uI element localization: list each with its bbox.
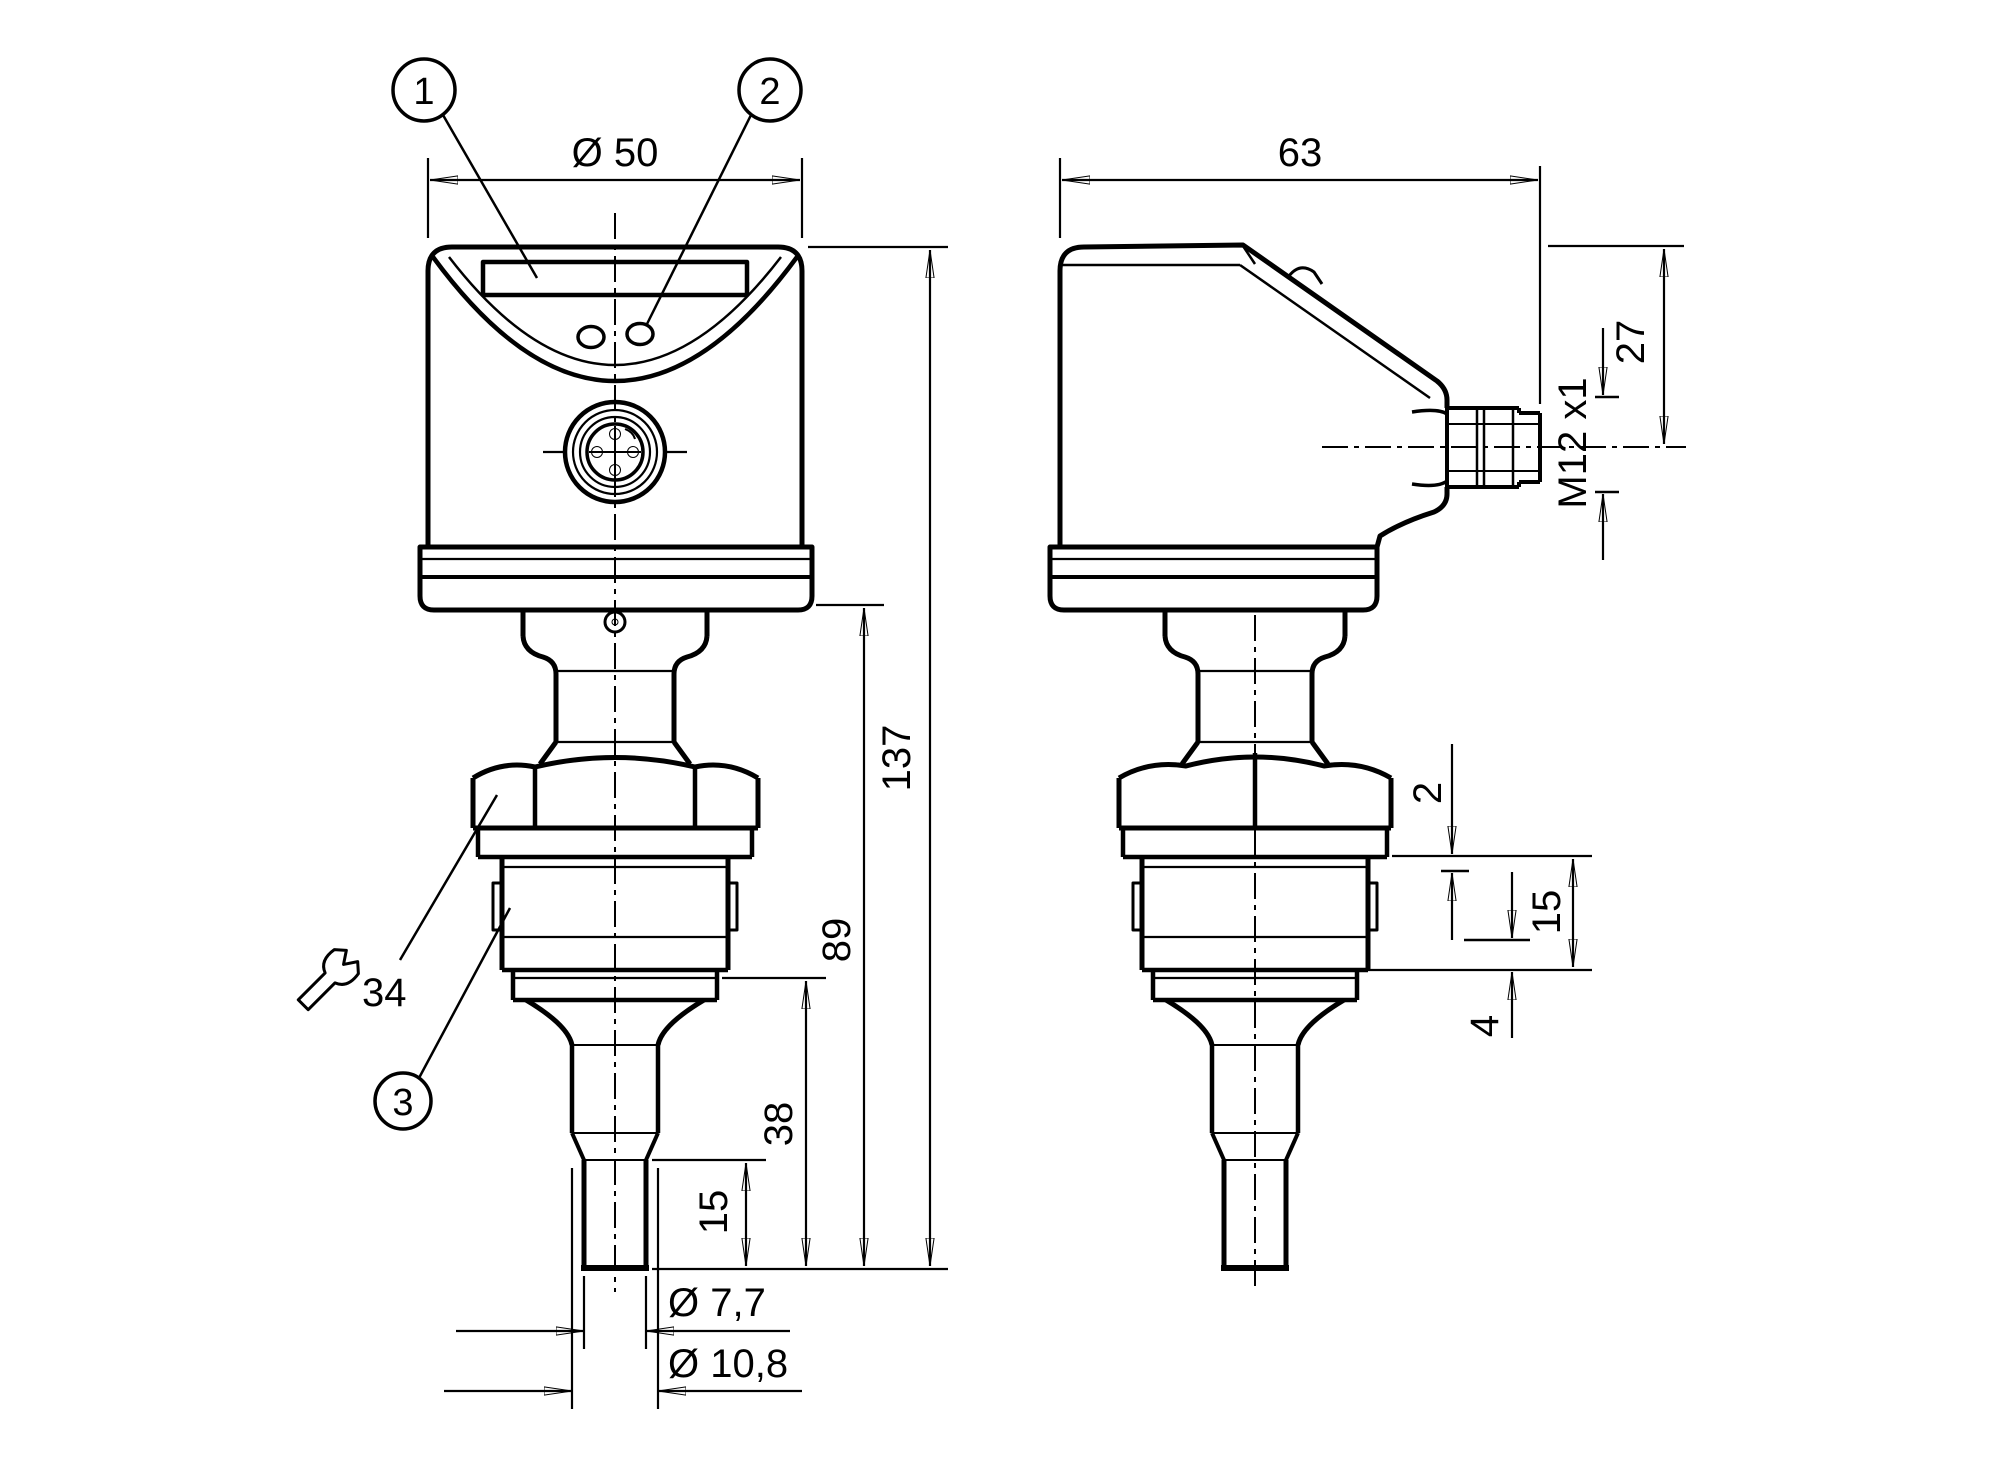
dim-connector-offset-label: 27 (1609, 320, 1653, 365)
dim-total-length-label: 137 (875, 725, 919, 792)
dim-probe-length-label: 38 (757, 1102, 801, 1147)
side-neck (1162, 610, 1348, 766)
front-dimensions: Ø 50 137 89 38 15 Ø 7,7 (426, 131, 948, 1409)
dim-thread-runout-label: 4 (1463, 1015, 1507, 1037)
wrench-size-label: 34 (362, 971, 407, 1015)
side-dimensions: 63 27 M12 x1 2 15 4 (1058, 131, 1684, 1038)
callout-2-number: 2 (759, 71, 780, 113)
wrench-icon (296, 948, 360, 1012)
dim-seal-thickness-label: 2 (1406, 782, 1450, 804)
dim-tip-length-label: 15 (692, 1190, 736, 1235)
callout-3-number: 3 (392, 1082, 413, 1124)
side-housing (1047, 242, 1450, 613)
side-view: 63 27 M12 x1 2 15 4 (1047, 131, 1686, 1292)
dim-housing-depth-label: 63 (1278, 131, 1323, 175)
dim-probe-diameter-label: Ø 10,8 (668, 1342, 788, 1386)
front-neck (520, 610, 710, 766)
callout-3-process-connection: 3 (373, 907, 512, 1131)
front-led-indicators (576, 321, 655, 350)
dim-thread-length-label: 15 (1525, 890, 1569, 935)
callout-2-leds: 2 (644, 57, 803, 327)
connector-thread-label: M12 x1 (1551, 377, 1595, 508)
dim-tip-diameter-label: Ø 7,7 (668, 1281, 766, 1325)
wrench-size-note: 34 (296, 794, 499, 1015)
callout-1-display: 1 (391, 57, 539, 279)
dim-length-below-head-label: 89 (815, 918, 859, 963)
front-view: Ø 50 137 89 38 15 Ø 7,7 (296, 57, 948, 1409)
callout-1-number: 1 (413, 71, 434, 113)
dim-head-diameter-label: Ø 50 (572, 131, 659, 175)
front-probe (524, 997, 706, 1271)
